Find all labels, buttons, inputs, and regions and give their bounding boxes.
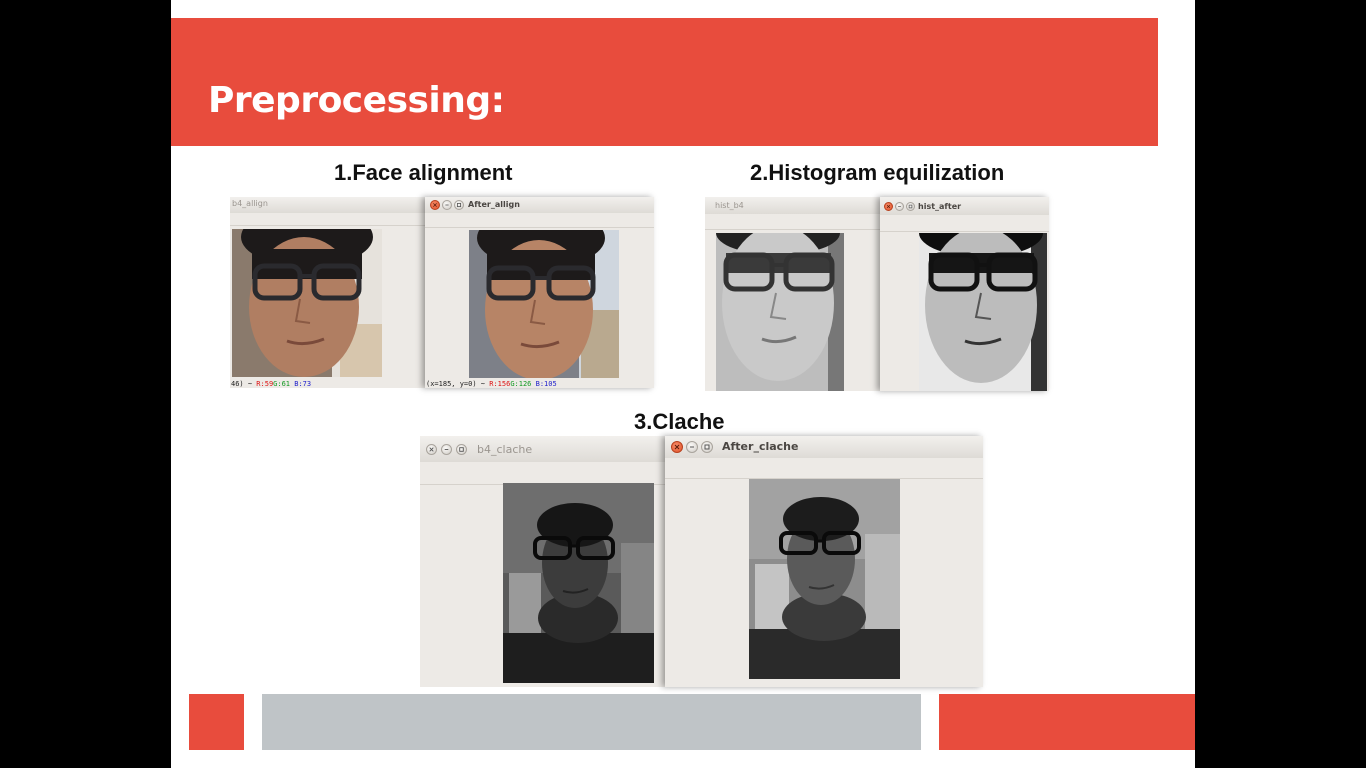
portrait-photo: [469, 230, 619, 378]
maximize-icon[interactable]: [456, 444, 467, 455]
close-icon[interactable]: [426, 444, 437, 455]
window-toolbar: [420, 462, 670, 485]
close-icon[interactable]: [430, 200, 440, 210]
minimize-icon[interactable]: [686, 441, 698, 453]
window-title: hist_b4: [715, 201, 744, 210]
window-statusbar: 46) ~ R:59G:61 B:73: [230, 380, 430, 388]
status-g: G:61: [273, 380, 291, 388]
maximize-icon[interactable]: [906, 202, 915, 211]
status-b: B:105: [535, 380, 557, 388]
status-r: R:156: [489, 380, 511, 388]
minimize-icon[interactable]: [442, 200, 452, 210]
window-statusbar: (x=185, y=0) ~ R:156G:126 B:105: [425, 380, 654, 388]
footer-bar: [189, 694, 1195, 750]
status-coords: (x=185, y=0) ~: [426, 380, 486, 388]
maximize-icon[interactable]: [701, 441, 713, 453]
window-title: b4_allign: [232, 199, 268, 208]
after-clache-window[interactable]: After_clache: [665, 436, 983, 687]
slide: Preprocessing: 1.Face alignment 2.Histog…: [171, 0, 1195, 768]
b4-clache-window[interactable]: b4_clache: [420, 436, 670, 687]
status-g: G:126: [510, 380, 532, 388]
window-toolbar: [880, 215, 1049, 232]
window-toolbar: [425, 213, 654, 228]
after-allign-window[interactable]: After_allign (x=185, y=0) ~ R:156G:126 B…: [425, 197, 654, 388]
portrait-photo: [503, 483, 654, 683]
status-coords: 46) ~: [231, 380, 253, 388]
status-r: R:59: [256, 380, 274, 388]
window-toolbar: [230, 213, 430, 226]
close-icon[interactable]: [671, 441, 683, 453]
window-title: After_allign: [468, 200, 520, 209]
portrait-photo: [919, 233, 1047, 391]
maximize-icon[interactable]: [454, 200, 464, 210]
minimize-icon[interactable]: [441, 444, 452, 455]
portrait-photo: [232, 229, 382, 377]
face-alignment-heading: 1.Face alignment: [334, 160, 513, 185]
window-title: After_clache: [722, 440, 799, 453]
window-title: b4_clache: [477, 443, 533, 456]
b4-allign-window[interactable]: b4_allign 46) ~ R:59G:61 B:73: [230, 197, 430, 388]
hist-b4-window[interactable]: hist_b4: [705, 197, 885, 391]
window-toolbar: [705, 214, 885, 230]
window-toolbar: [665, 458, 983, 479]
hist-after-window[interactable]: hist_after: [880, 197, 1049, 391]
header-banner: [171, 18, 1158, 146]
histogram-heading: 2.Histogram equilization: [750, 160, 1005, 185]
status-b: B:73: [294, 380, 312, 388]
minimize-icon[interactable]: [895, 202, 904, 211]
slide-title: Preprocessing:: [208, 80, 505, 121]
window-title: hist_after: [918, 202, 962, 211]
portrait-photo: [749, 479, 900, 679]
clache-heading: 3.Clache: [634, 409, 725, 434]
close-icon[interactable]: [884, 202, 893, 211]
portrait-photo: [716, 233, 844, 391]
